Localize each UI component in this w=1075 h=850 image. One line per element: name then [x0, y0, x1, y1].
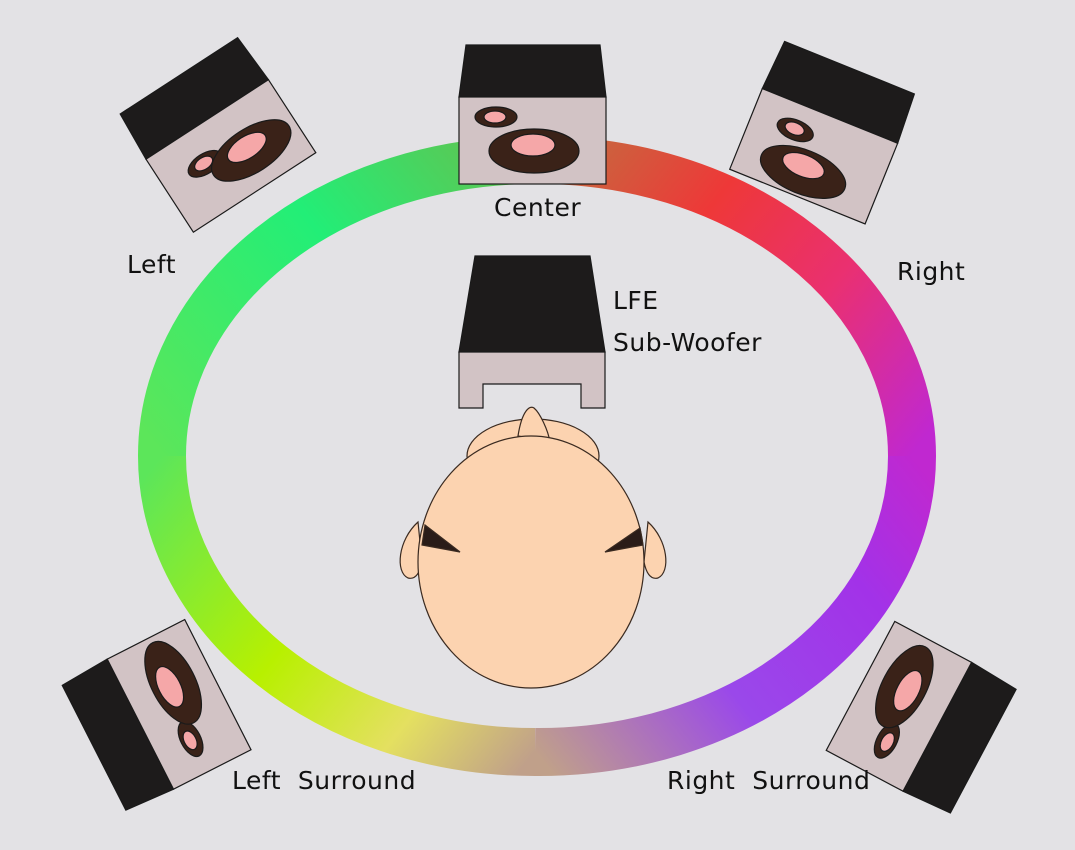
right-speaker-icon — [728, 40, 916, 225]
right-surround-speaker-icon — [825, 620, 1017, 814]
center-speaker-icon — [458, 44, 607, 185]
left-surround-label: Left Surround — [232, 766, 417, 795]
right-label: Right — [897, 257, 966, 286]
right-surround-label: Right Surround — [667, 766, 871, 795]
listening-circle — [138, 135, 936, 777]
lfe-label: LFE — [613, 286, 659, 315]
left-surround-speaker-icon — [61, 618, 252, 811]
center-label: Center — [494, 193, 582, 222]
left-label: Left — [127, 250, 177, 279]
subwoofer-label: Sub-Woofer — [613, 328, 762, 357]
subwoofer-icon — [458, 255, 606, 409]
listener-head-icon — [399, 406, 667, 689]
left-speaker-icon — [119, 36, 317, 234]
